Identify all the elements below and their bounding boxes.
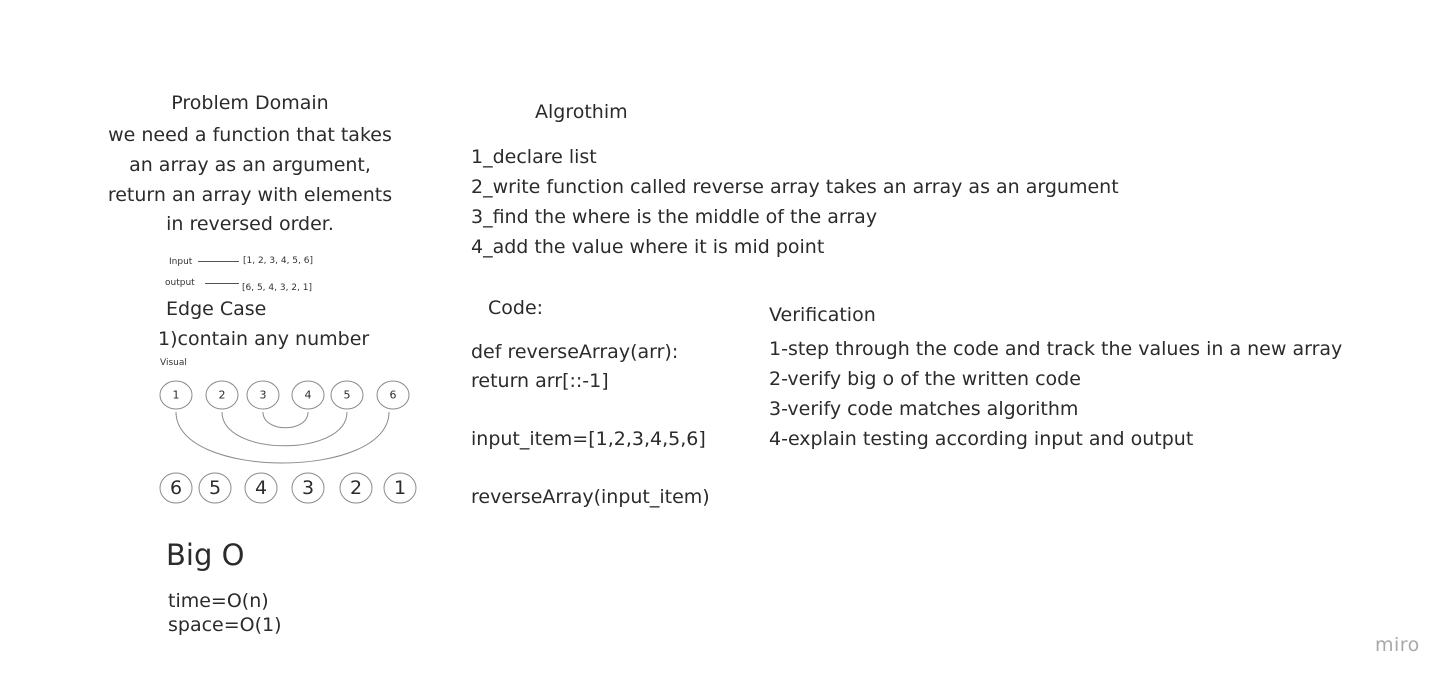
bottom-node-4: 4 xyxy=(244,472,278,504)
bottom-node-5: 5 xyxy=(198,472,232,504)
top-node-label: 4 xyxy=(305,389,312,402)
output-label: output xyxy=(165,278,195,288)
verification-step: 4-explain testing according input and ou… xyxy=(769,428,1194,450)
bottom-node-label: 2 xyxy=(350,477,362,499)
problem-domain-description: we need a function that takes an array a… xyxy=(0,121,500,240)
miro-watermark: miro xyxy=(1375,634,1420,656)
bottom-node-row: 6 5 4 3 2 1 xyxy=(159,472,417,504)
verification-step: 3-verify code matches algorithm xyxy=(769,398,1079,420)
algorithm-step: 1_declare list xyxy=(471,146,597,168)
code-line: return arr[::-1] xyxy=(471,370,609,392)
input-connector-line xyxy=(198,261,239,262)
verification-steps: 1-step through the code and track the va… xyxy=(769,334,1342,454)
bottom-node-6: 6 xyxy=(159,472,193,504)
code-line-blank xyxy=(471,454,710,483)
algorithm-steps: 1_declare list 2_write function called r… xyxy=(471,142,1119,262)
top-node-1: 1 xyxy=(159,380,193,410)
bottom-node-label: 5 xyxy=(209,477,221,499)
top-node-6: 6 xyxy=(376,380,410,410)
connector-1-6 xyxy=(175,411,390,464)
verification-title: Verification xyxy=(769,304,876,326)
reverse-array-diagram: 1 2 3 4 5 6 6 5 4 3 2 1 xyxy=(159,380,417,504)
algorithm-step: 2_write function called reverse array ta… xyxy=(471,176,1119,198)
input-value: [1, 2, 3, 4, 5, 6] xyxy=(243,256,313,266)
edge-case-item: 1)contain any number xyxy=(158,328,370,350)
bottom-node-label: 4 xyxy=(255,477,267,499)
problem-domain-line: an array as an argument, xyxy=(129,153,371,176)
output-value: [6, 5, 4, 3, 2, 1] xyxy=(242,283,312,293)
algorithm-title: Algrothim xyxy=(535,101,628,123)
code-title: Code: xyxy=(488,297,544,319)
problem-domain-line: return an array with elements xyxy=(107,183,393,206)
code-line: def reverseArray(arr): xyxy=(471,341,679,363)
visual-label: Visual xyxy=(160,358,187,368)
edge-case-title: Edge Case xyxy=(166,298,267,320)
top-node-label: 2 xyxy=(219,389,226,402)
code-line: reverseArray(input_item) xyxy=(471,486,710,508)
top-node-label: 6 xyxy=(390,389,397,402)
input-label: Input xyxy=(169,257,193,267)
bottom-node-3: 3 xyxy=(291,472,325,504)
top-node-2: 2 xyxy=(205,380,239,410)
output-connector-line xyxy=(205,283,239,284)
code-line: input_item=[1,2,3,4,5,6] xyxy=(471,428,706,450)
top-node-label: 5 xyxy=(344,389,351,402)
top-node-3: 3 xyxy=(246,380,280,410)
code-line-blank xyxy=(471,396,710,425)
verification-step: 1-step through the code and track the va… xyxy=(769,338,1343,360)
top-node-label: 3 xyxy=(260,389,267,402)
problem-domain-line: we need a function that takes xyxy=(108,124,392,146)
top-node-4: 4 xyxy=(291,380,325,410)
big-o-time: time=O(n) xyxy=(168,590,269,612)
bottom-node-label: 1 xyxy=(394,477,406,499)
bottom-node-1: 1 xyxy=(383,472,417,504)
big-o-space: space=O(1) xyxy=(168,614,282,636)
big-o-title: Big O xyxy=(166,538,245,572)
code-block: def reverseArray(arr): return arr[::-1] … xyxy=(471,338,710,512)
bottom-node-label: 6 xyxy=(170,477,182,499)
problem-domain-title: Problem Domain xyxy=(171,92,329,114)
algorithm-step: 3_find the where is the middle of the ar… xyxy=(471,206,878,228)
verification-step: 2-verify big o of the written code xyxy=(769,368,1081,390)
bottom-node-2: 2 xyxy=(339,472,373,504)
top-node-5: 5 xyxy=(330,380,364,410)
problem-domain-line: in reversed order. xyxy=(166,213,334,236)
algorithm-step: 4_add the value where it is mid point xyxy=(471,236,825,258)
connector-3-4 xyxy=(262,411,309,429)
top-node-row: 1 2 3 4 5 6 xyxy=(159,380,410,410)
bottom-node-label: 3 xyxy=(302,477,314,499)
connector-2-5 xyxy=(221,411,348,447)
top-node-label: 1 xyxy=(173,389,180,402)
